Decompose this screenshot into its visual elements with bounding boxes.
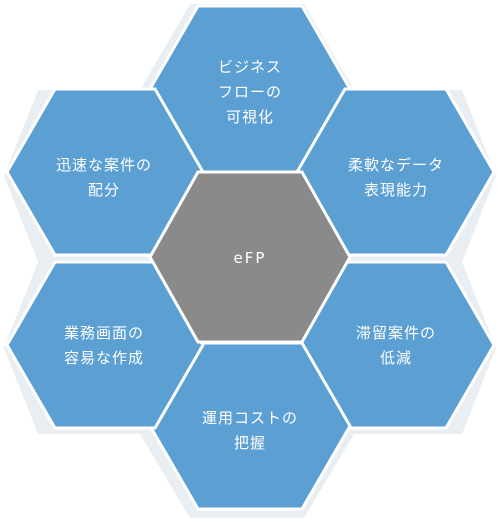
bottom-label-line-1: 運用コストの	[202, 409, 298, 427]
lower-right-label-line-1: 滞留案件の	[356, 324, 436, 342]
upper-left-label-line-1: 迅速な案件の	[56, 156, 152, 174]
bottom-label-line-2: 把握	[234, 434, 266, 452]
upper-left-label-line-2: 配分	[88, 181, 120, 199]
hex-center	[148, 170, 352, 344]
top-label-line-3: 可視化	[226, 108, 274, 126]
lower-left-label-line-1: 業務画面の	[64, 324, 144, 342]
center-label: eFP	[234, 249, 267, 267]
top-label-line-1: ビジネス	[218, 58, 282, 76]
lower-right-label-line-2: 低減	[380, 349, 412, 367]
upper-right-label-line-1: 柔軟なデータ	[348, 156, 444, 174]
upper-right-label-line-2: 表現能力	[364, 181, 428, 199]
lower-left-label-line-2: 容易な作成	[64, 349, 144, 367]
top-label-line-2: フローの	[218, 83, 282, 101]
